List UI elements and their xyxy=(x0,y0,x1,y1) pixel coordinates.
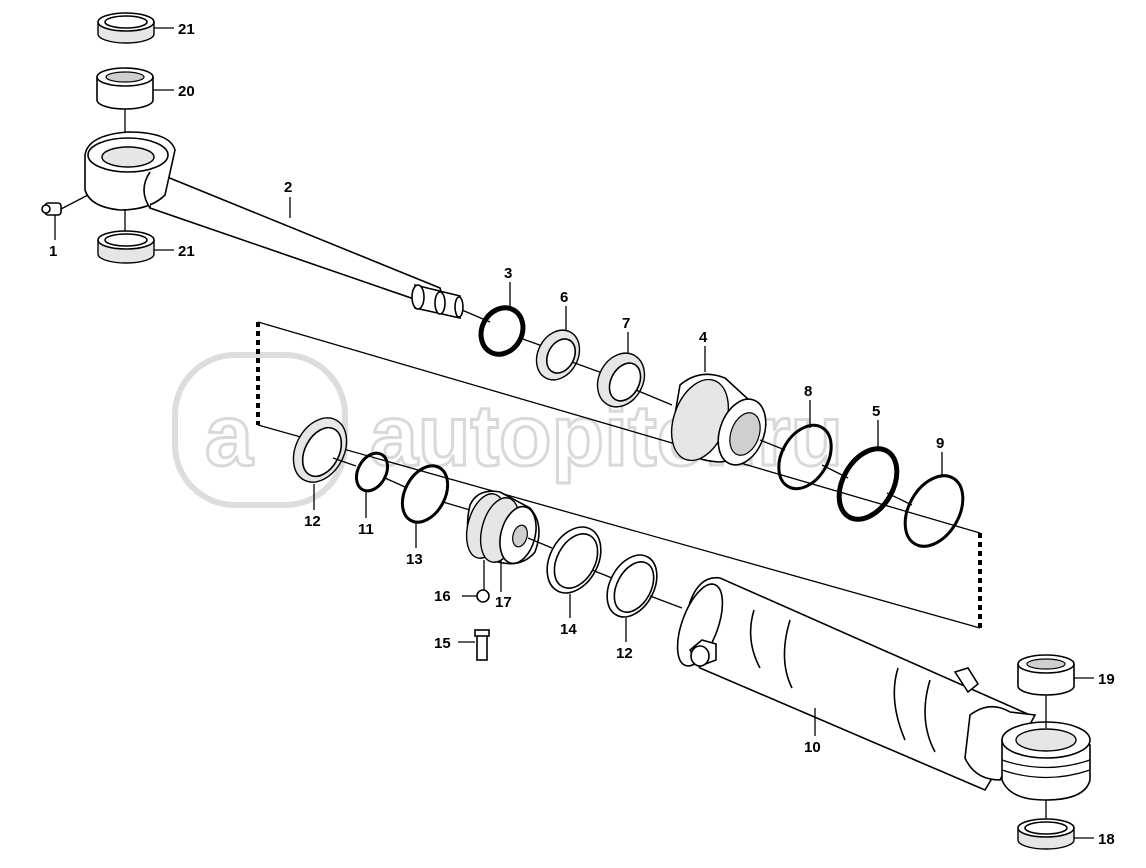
part-21-bottom-seal xyxy=(97,230,155,264)
part-15-bolt xyxy=(474,629,490,661)
part-8-o-ring xyxy=(777,423,833,491)
callout-20: 20 xyxy=(178,83,195,100)
callout-7: 7 xyxy=(622,315,630,332)
callout-2: 2 xyxy=(284,179,292,196)
callout-labels: 21 20 21 1 2 3 6 7 4 8 5 9 12 11 13 17 1… xyxy=(49,21,1115,848)
part-9-o-ring xyxy=(903,474,965,548)
part-12-left-ring xyxy=(292,417,348,483)
part-7-seal-ring xyxy=(596,352,646,408)
callout-1: 1 xyxy=(49,243,57,260)
part-14-guide-ring xyxy=(546,526,602,594)
callout-16: 16 xyxy=(434,588,451,605)
callout-21-top: 21 xyxy=(178,21,195,38)
part-21-top-seal xyxy=(97,12,155,44)
callout-19: 19 xyxy=(1098,671,1115,688)
part-19-bushing xyxy=(1017,654,1075,696)
part-11-o-ring xyxy=(354,451,390,493)
part-20-bushing xyxy=(96,67,154,110)
part-5-backup-ring xyxy=(836,446,900,522)
callout-15: 15 xyxy=(434,635,451,652)
part-10-cylinder-eye xyxy=(1001,721,1091,801)
callout-12-right: 12 xyxy=(616,645,633,662)
callout-5: 5 xyxy=(872,403,880,420)
callout-13: 13 xyxy=(406,551,423,568)
callout-6: 6 xyxy=(560,289,568,306)
callout-leaders xyxy=(54,27,1094,839)
callout-10: 10 xyxy=(804,739,821,756)
part-3-o-ring xyxy=(478,305,526,357)
watermark-logo: a xyxy=(205,388,254,484)
callout-18: 18 xyxy=(1098,831,1115,848)
callout-21-bottom: 21 xyxy=(178,243,195,260)
part-13-o-ring xyxy=(400,464,450,524)
callout-14: 14 xyxy=(560,621,577,638)
part-4-cylinder-head xyxy=(670,373,767,466)
callout-12-left: 12 xyxy=(304,513,321,530)
part-18-seal xyxy=(1017,818,1075,850)
part-6-wiper-ring xyxy=(535,329,581,381)
part-12-right-ring xyxy=(606,554,658,618)
part-10-cylinder-barrel xyxy=(676,576,1037,792)
part-16-ball xyxy=(476,589,490,603)
callout-3: 3 xyxy=(504,265,512,282)
callout-9: 9 xyxy=(936,435,944,452)
part-17-piston xyxy=(465,490,540,565)
callout-8: 8 xyxy=(804,383,812,400)
callout-11: 11 xyxy=(358,521,374,538)
part-1-grease-nipple xyxy=(41,194,89,216)
assembly-frame xyxy=(256,321,982,629)
callout-17: 17 xyxy=(495,594,512,611)
callout-4: 4 xyxy=(699,329,708,346)
part-2-piston-rod xyxy=(84,131,464,319)
